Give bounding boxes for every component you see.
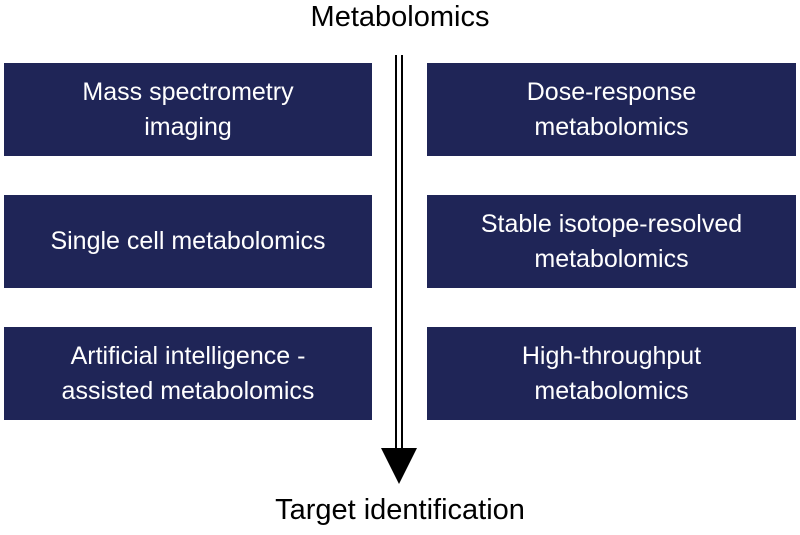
box-line: Artificial intelligence - (70, 341, 306, 370)
box-line: metabolomics (534, 112, 689, 141)
box-line: assisted metabolomics (61, 376, 315, 405)
box-ai-assisted-metabolomics: Artificial intelligence - assisted metab… (4, 327, 372, 420)
box-line: imaging (144, 112, 232, 141)
box-stable-isotope-resolved-metabolomics: Stable isotope-resolved metabolomics (427, 195, 796, 288)
box-line: metabolomics (534, 244, 689, 273)
box-line: Single cell metabolomics (50, 227, 326, 255)
box-mass-spectrometry-imaging: Mass spectrometry imaging (4, 63, 372, 156)
box-line: High-throughput (521, 341, 702, 370)
box-high-throughput-metabolomics: High-throughput metabolomics (427, 327, 796, 420)
box-line: Stable isotope-resolved (480, 209, 743, 238)
box-line: Mass spectrometry (82, 77, 294, 106)
box-single-cell-metabolomics: Single cell metabolomics (4, 195, 372, 288)
box-dose-response-metabolomics: Dose-response metabolomics (427, 63, 796, 156)
box-line: metabolomics (534, 376, 689, 405)
box-line: Dose-response (526, 77, 697, 106)
diagram-title-target-identification: Target identification (275, 494, 525, 526)
diagram-title-metabolomics: Metabolomics (310, 1, 490, 33)
